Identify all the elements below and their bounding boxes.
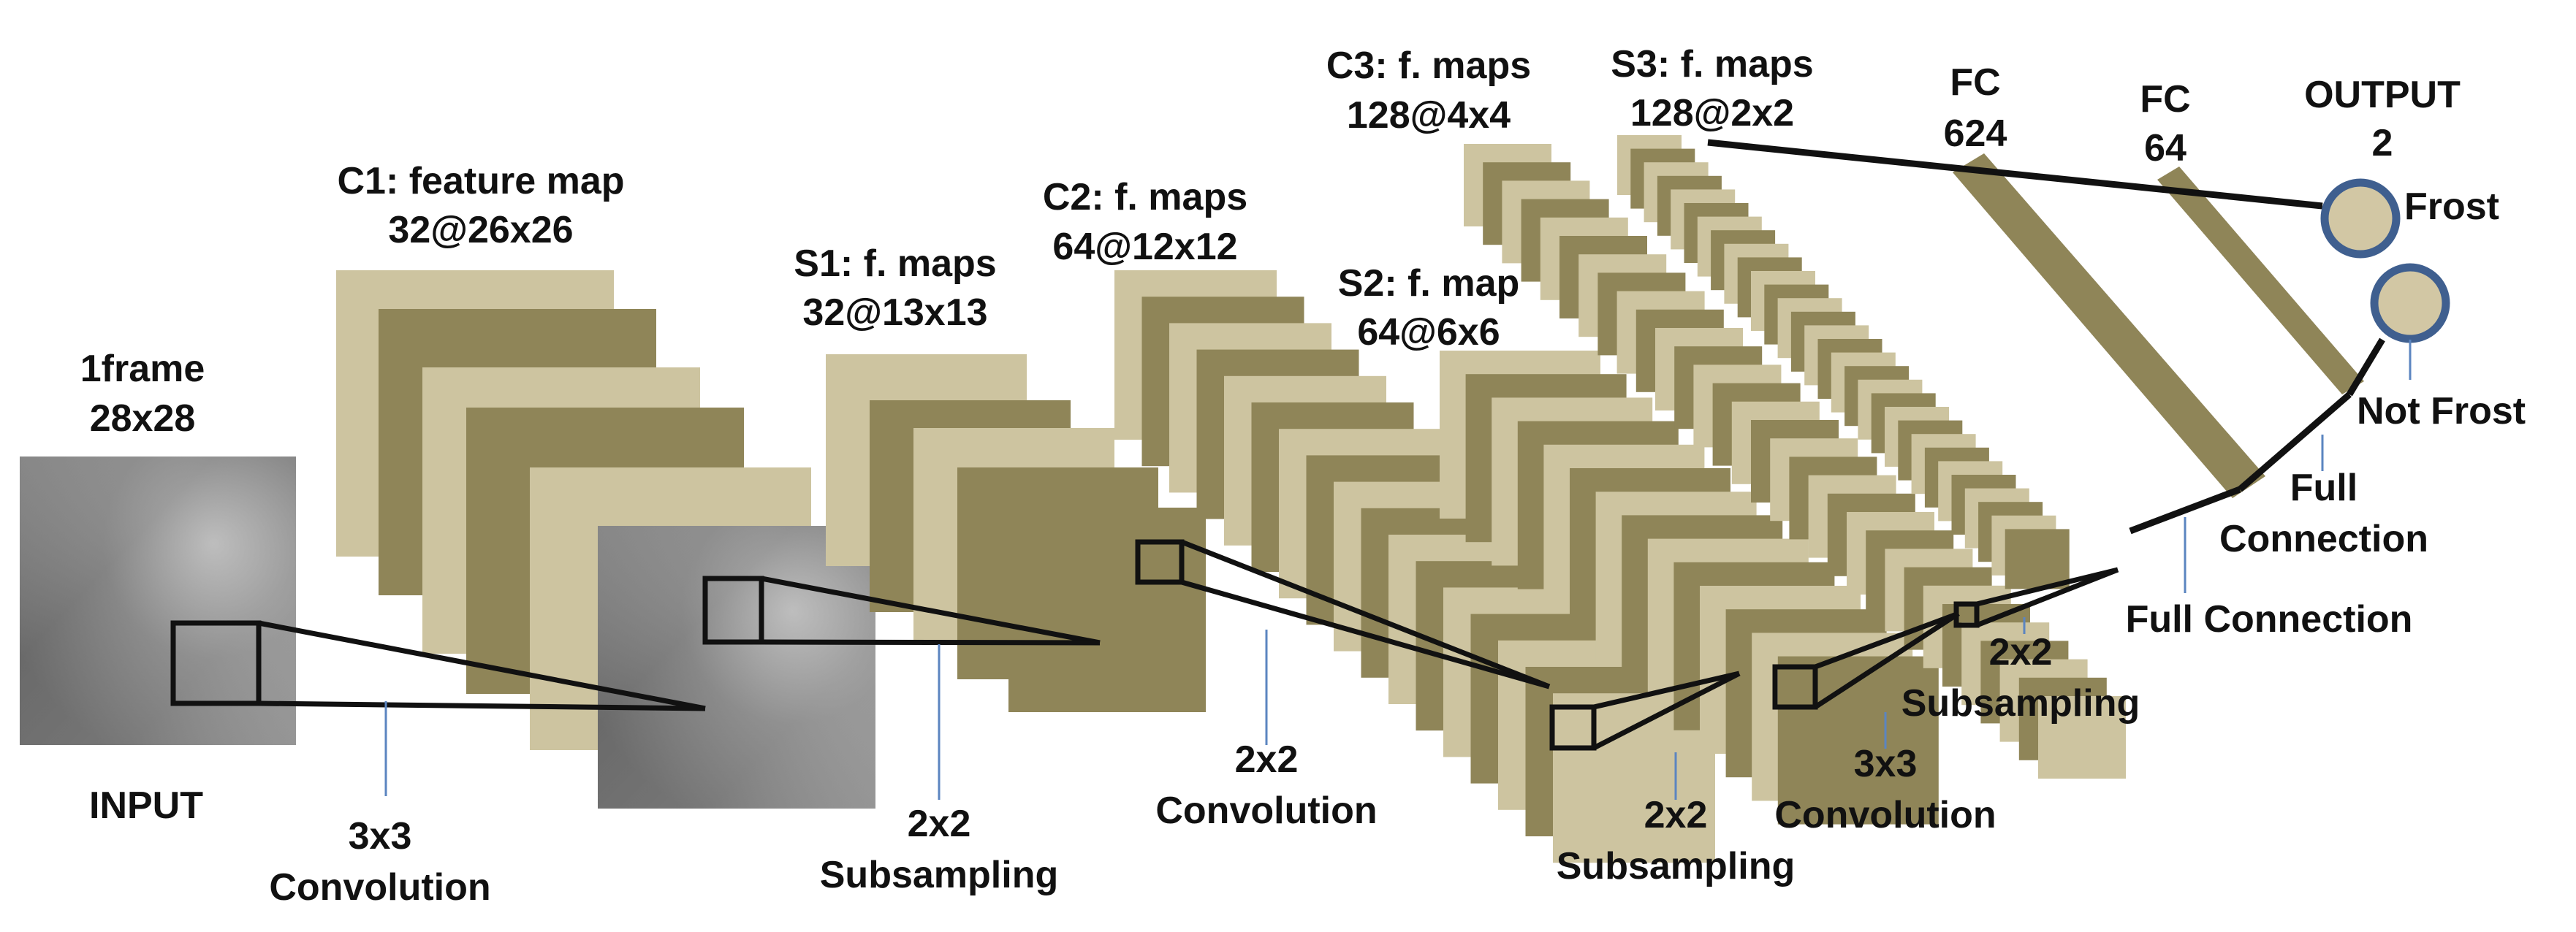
s3-size: 128@2x2 [1630, 92, 1794, 134]
fc1-title: FC [1950, 61, 2000, 104]
pointer-lines [384, 340, 2412, 800]
fc1-size: 624 [1944, 112, 2007, 155]
input-size: 28x28 [90, 397, 196, 440]
output-not-frost-label: Not Frost [2357, 390, 2526, 432]
c3-map [2038, 696, 2126, 779]
input-image [20, 457, 296, 745]
output-node-not-frost [2370, 263, 2450, 343]
op8-label: Full Connection [2126, 598, 2413, 641]
s3-feature-map-stack [1617, 135, 2070, 589]
layer-labels: 1frame 28x28 INPUT C1: feature map 32@26… [80, 43, 2526, 827]
op5-name: Convolution [1774, 794, 1996, 836]
s2-map [1777, 656, 1939, 825]
op1-kernel: 3x3 [349, 815, 412, 857]
s2-title: S2: f. map [1338, 262, 1520, 305]
full-connection-lines [1707, 139, 2385, 535]
s3-title: S3: f. maps [1611, 43, 1813, 85]
op2-name: Subsampling [820, 854, 1058, 896]
op6-name: Subsampling [1901, 682, 2140, 725]
fc2-title: FC [2140, 78, 2190, 121]
op2-kernel: 2x2 [908, 803, 971, 845]
c3-title: C3: f. maps [1326, 45, 1531, 87]
op5-kernel: 3x3 [1854, 743, 1918, 785]
input-caption: INPUT [89, 784, 203, 827]
op1-name: Convolution [269, 866, 490, 909]
op4-kernel: 2x2 [1644, 794, 1708, 836]
input-title: 1frame [80, 348, 205, 390]
operation-labels: 3x3 Convolution 2x2 Subsampling 2x2 Conv… [269, 467, 2428, 909]
fc-624-layer [1953, 153, 2265, 498]
s1-size: 32@13x13 [802, 291, 987, 334]
fc-64-layer [2157, 167, 2364, 394]
c3-feature-map-stack [1464, 144, 2126, 779]
s1-feature-map-stack [826, 354, 1206, 712]
c3-size: 128@4x4 [1347, 94, 1511, 137]
s1-title: S1: f. maps [794, 242, 996, 285]
s2-feature-map-stack [1440, 351, 1939, 825]
c1-front-map-image [598, 526, 875, 809]
kernel-projections [170, 539, 2119, 751]
s3-map [2005, 529, 2070, 589]
c1-size: 32@26x26 [388, 209, 573, 251]
output-size: 2 [2372, 122, 2393, 164]
op3-kernel: 2x2 [1235, 738, 1299, 781]
c1-title: C1: feature map [338, 160, 625, 202]
fc2-size: 64 [2144, 127, 2186, 169]
op4-name: Subsampling [1557, 845, 1795, 887]
op6-kernel: 2x2 [1989, 631, 2053, 673]
op7-line2: Connection [2219, 518, 2428, 560]
op7-line1: Full [2290, 467, 2357, 509]
output-title: OUTPUT [2304, 74, 2461, 116]
c2-title: C2: f. maps [1043, 176, 1247, 218]
op3-name: Convolution [1155, 790, 1377, 832]
c2-size: 64@12x12 [1052, 226, 1237, 268]
s2-size: 64@6x6 [1357, 311, 1500, 354]
output-frost-label: Frost [2404, 186, 2499, 228]
output-node-frost [2320, 178, 2401, 259]
